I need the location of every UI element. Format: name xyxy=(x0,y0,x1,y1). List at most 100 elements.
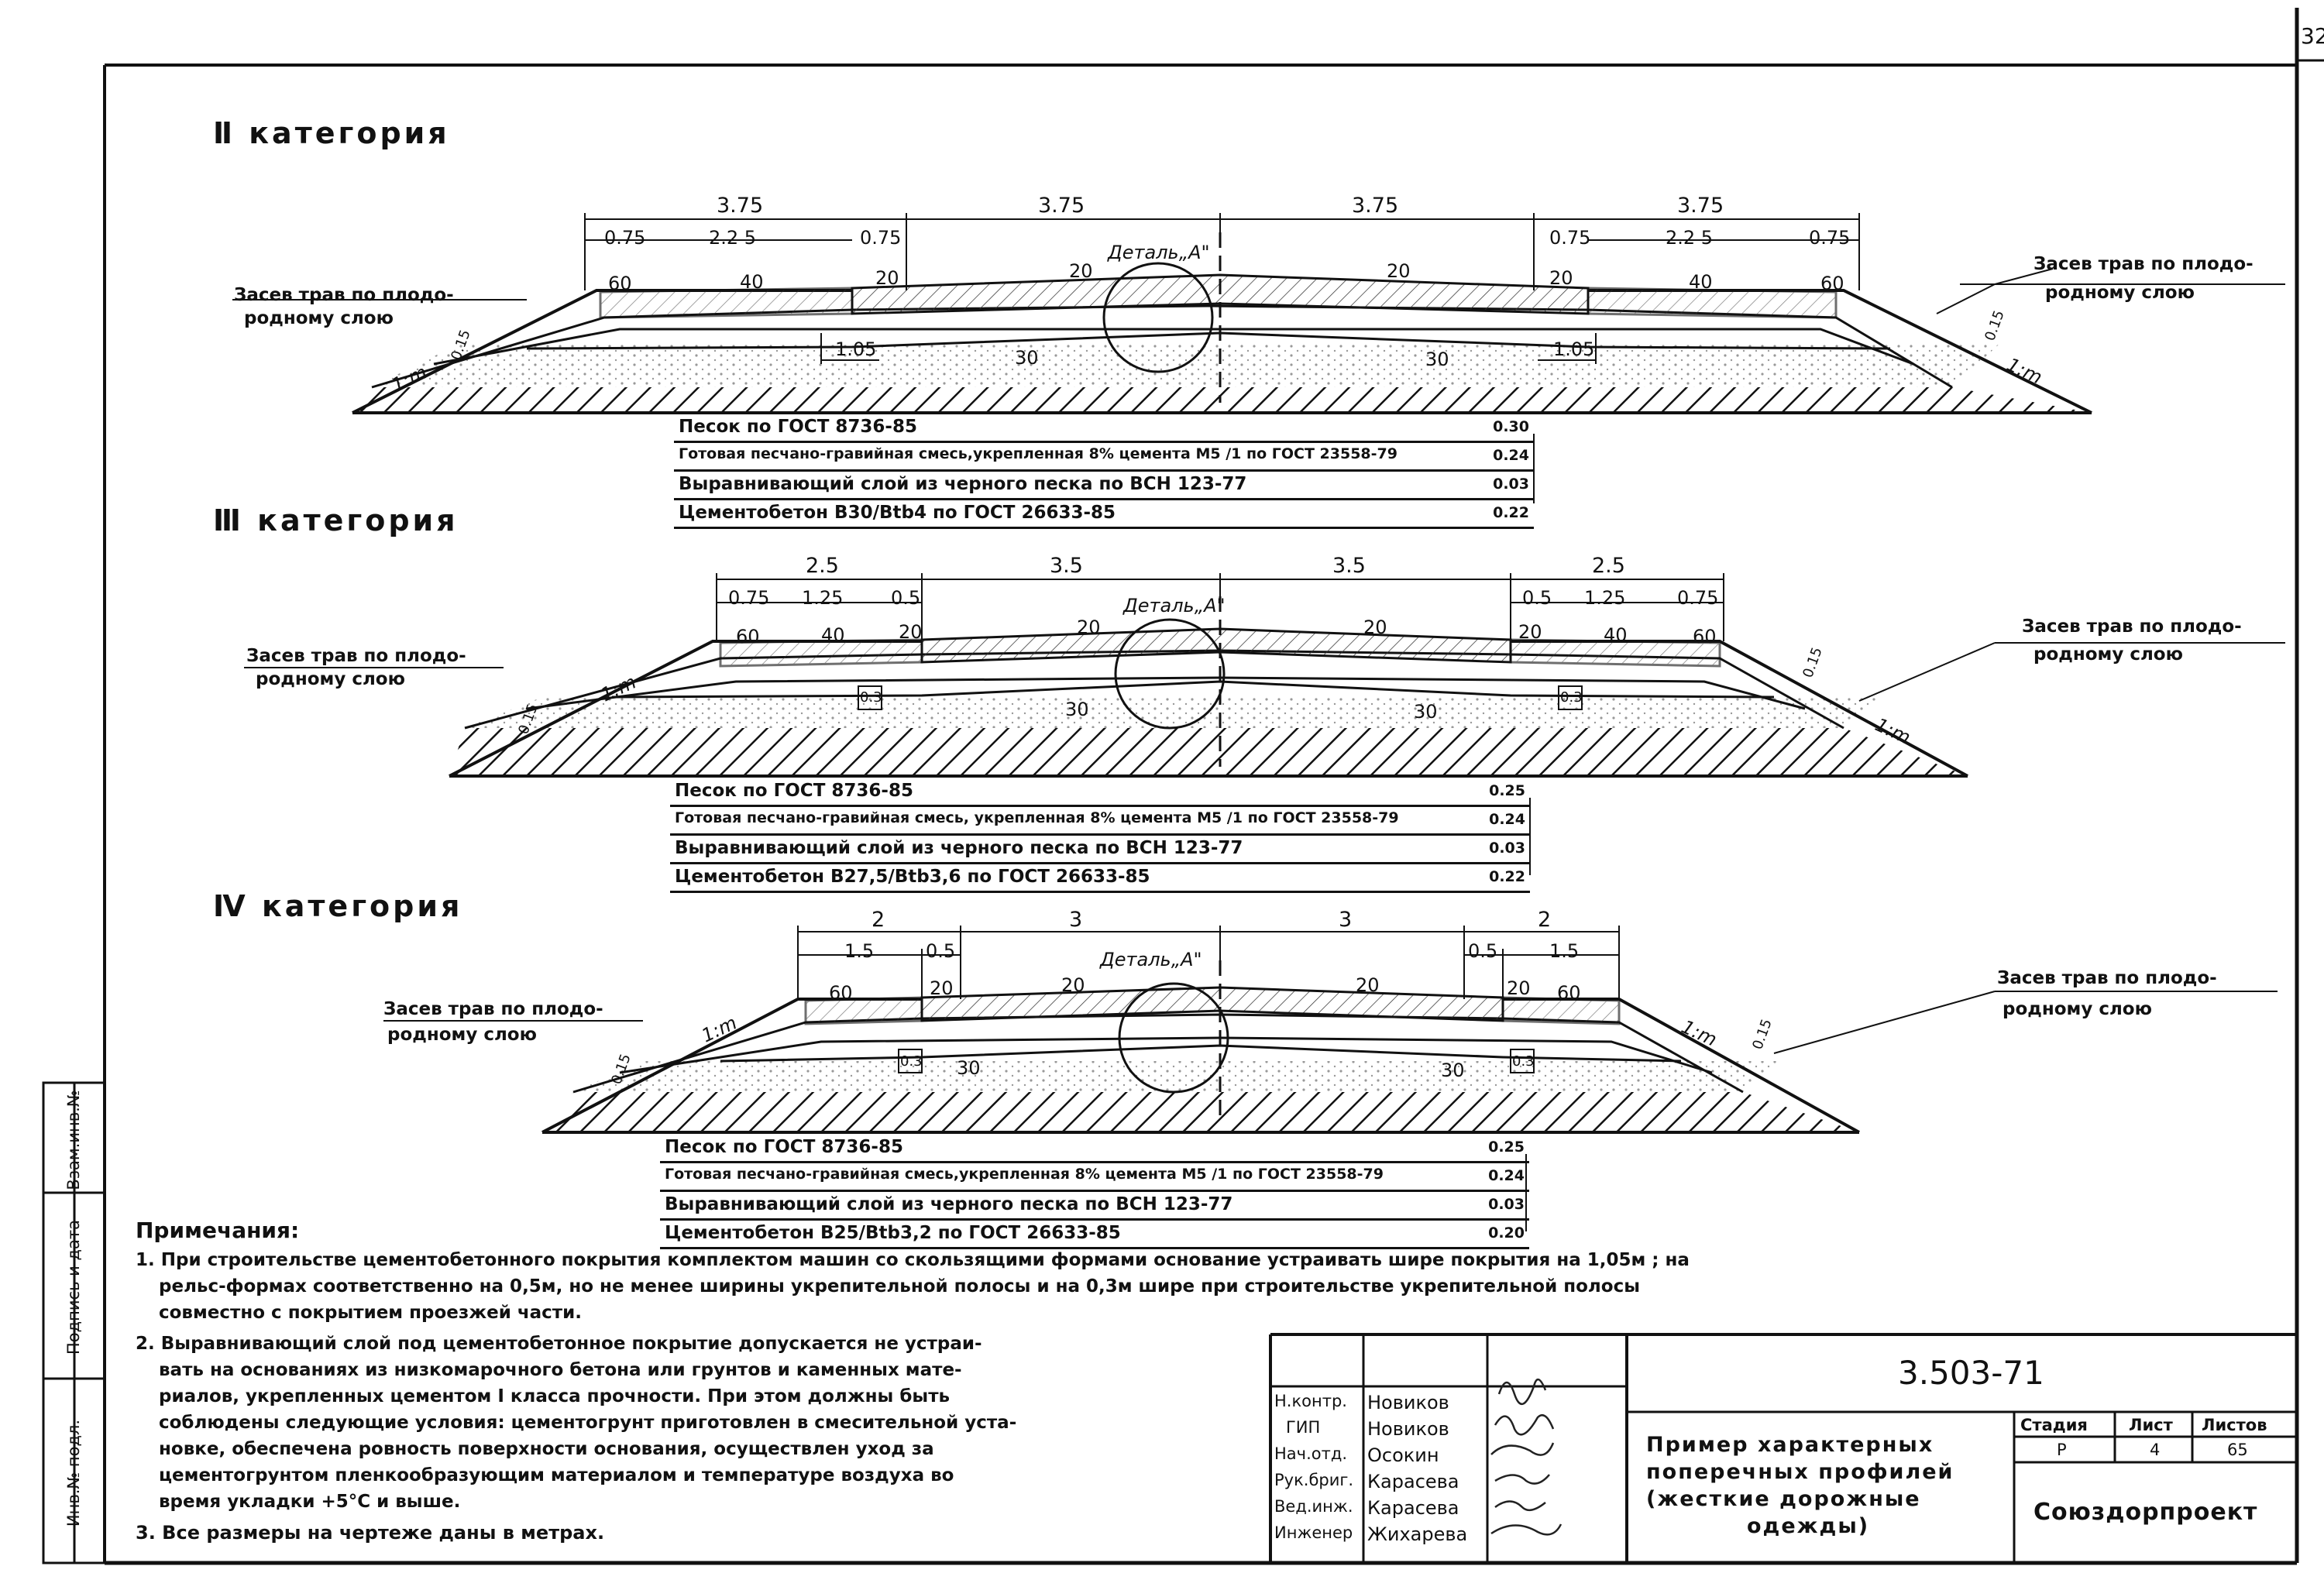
cat2-sub-r1: 0.75 xyxy=(1549,227,1591,249)
cat2-widen-left: 1.05 xyxy=(835,338,877,360)
cat4-base-slope-right: 30 xyxy=(1441,1060,1465,1081)
cat3-seed-right-2: родному слою xyxy=(2033,644,2183,665)
note-2-line-1: 2. Выравнивающий слой под цементобетонно… xyxy=(136,1334,982,1354)
stamp-stage-label: Стадия xyxy=(2020,1416,2088,1434)
side-stamp-replace: Взам.инв.№ xyxy=(64,1090,83,1190)
stamp-title-2: поперечных профилей xyxy=(1646,1460,1954,1484)
cat4-widen-left: 0.3 xyxy=(900,1053,923,1070)
stamp-name-2: Новиков xyxy=(1367,1418,1449,1440)
cat4-detail-label: Деталь„А" xyxy=(1100,949,1202,970)
note-2-line-5: новке, обеспечена ровность поверхности о… xyxy=(159,1439,934,1459)
cat4-dim-4: 2 xyxy=(1538,908,1552,932)
cat3-base-slope-left: 30 xyxy=(1065,699,1089,720)
cat3-widen-left: 0.3 xyxy=(860,689,882,706)
cat3-seed-left-2: родному слою xyxy=(256,669,405,689)
side-stamp-inv: Инв.№ подл. xyxy=(64,1419,83,1527)
cat2-dim-1: 3.75 xyxy=(717,194,764,218)
cat2-dim-3: 3.75 xyxy=(1352,194,1399,218)
cat3-slope-3: 20 xyxy=(899,621,923,643)
side-stamp-sign: Подпись и дата xyxy=(64,1220,83,1355)
stamp-sheet-label: Лист xyxy=(2129,1416,2173,1434)
cat4-widen-right: 0.3 xyxy=(1512,1053,1535,1070)
stamp-name-4: Карасева xyxy=(1367,1471,1459,1492)
stamp-name-5: Карасева xyxy=(1367,1497,1459,1519)
cat2-sub-r3: 0.75 xyxy=(1809,227,1851,249)
notes-title: Примечания: xyxy=(136,1218,300,1243)
cat4-sub-r2: 1.5 xyxy=(1549,940,1580,962)
signatures xyxy=(1490,1379,1563,1536)
cat3-slope-1: 60 xyxy=(736,626,760,647)
cat2-title: Ⅱ категория xyxy=(213,116,450,150)
cat2-seed-left-1: Засев трав по плодо- xyxy=(234,285,454,305)
stamp-name-3: Осокин xyxy=(1367,1444,1439,1466)
cat2-slope-6: 20 xyxy=(1549,267,1573,289)
cat2-dim-4: 3.75 xyxy=(1677,194,1724,218)
cat2-slope-4: 20 xyxy=(1069,260,1093,282)
cat2-slope-1: 60 xyxy=(608,273,632,294)
side-stamp-frame xyxy=(42,1081,106,1564)
note-1-line-2: рельс-формах соответственно на 0,5м, но … xyxy=(159,1276,1640,1297)
note-2-line-7: время укладки +5°С и выше. xyxy=(159,1492,461,1512)
cat3-seed-left-1: Засев трав по плодо- xyxy=(246,646,466,666)
cat3-detail-label: Деталь„А" xyxy=(1123,595,1226,616)
cat4-sub-r1: 0.5 xyxy=(1468,940,1498,962)
cat2-sub-l1: 0.75 xyxy=(604,227,646,249)
cat2-sub-l3: 0.75 xyxy=(860,227,902,249)
stamp-role-5: Вед.инж. xyxy=(1274,1497,1353,1516)
cat3-slope-7: 40 xyxy=(1604,624,1628,646)
cat3-sub-r1: 0.5 xyxy=(1522,587,1552,609)
cat3-layer-4: Цементобетон В27,5/Вtb3,6 по ГОСТ 26633-… xyxy=(670,864,1530,893)
stamp-role-2: ГИП xyxy=(1286,1418,1321,1437)
cat4-layer-2: Готовая песчано-гравийная смесь,укреплен… xyxy=(660,1163,1529,1192)
cat3-slope-8: 60 xyxy=(1693,626,1717,647)
cat3-seed-right-1: Засев трав по плодо- xyxy=(2022,616,2242,637)
title-block-frame xyxy=(1269,1333,2297,1563)
note-2-line-2: вать на основаниях из низкомарочного бет… xyxy=(159,1360,962,1380)
cat4-slope-4: 20 xyxy=(1356,974,1380,996)
cat2-sub-r2: 2.2 5 xyxy=(1666,227,1714,249)
cat2-slope-7: 40 xyxy=(1689,271,1713,293)
cat3-sub-l2: 1.25 xyxy=(802,587,844,609)
stamp-role-4: Рук.бриг. xyxy=(1274,1471,1354,1489)
cat3-layer-3: Выравнивающий слой из черного песка по В… xyxy=(670,836,1530,864)
note-1-line-3: совместно с покрытием проезжей части. xyxy=(159,1303,582,1323)
cat3-widen-right: 0.3 xyxy=(1560,689,1583,706)
cat3-title: Ⅲ категория xyxy=(213,503,459,537)
cat3-dim-3: 3.5 xyxy=(1332,554,1366,578)
cat3-dim-1: 2.5 xyxy=(806,554,839,578)
stamp-title-3: (жесткие дорожные xyxy=(1646,1487,1921,1511)
cat4-sub-l1: 1.5 xyxy=(844,940,875,962)
cat4-slope-1: 60 xyxy=(829,982,853,1004)
cat4-slope-3: 20 xyxy=(1061,974,1085,996)
cat2-seed-right-2: родному слою xyxy=(2045,283,2195,303)
cat3-sub-l3: 0.5 xyxy=(891,587,921,609)
sheet-number: 32 xyxy=(2301,23,2324,49)
note-2-line-4: соблюдены следующие условия: цементогрун… xyxy=(159,1413,1017,1433)
stamp-code: 3.503-71 xyxy=(1898,1354,2044,1392)
cat4-title: Ⅳ категория xyxy=(213,889,463,923)
cat3-layer-2: Готовая песчано-гравийная смесь, укрепле… xyxy=(670,807,1530,836)
note-3: 3. Все размеры на чертеже даны в метрах. xyxy=(136,1522,605,1544)
stamp-role-6: Инженер xyxy=(1274,1523,1353,1542)
cat4-sub-l2: 0.5 xyxy=(926,940,956,962)
cat4-seed-left-2: родному слою xyxy=(387,1025,537,1045)
cat3-slope-4: 20 xyxy=(1077,616,1101,638)
cat3-slope-6: 20 xyxy=(1518,621,1542,643)
cat2-sub-l2: 2.2 5 xyxy=(709,227,757,249)
cat4-dim-3: 3 xyxy=(1339,908,1353,932)
stamp-stage: Р xyxy=(2057,1441,2067,1459)
cat3-dim-4: 2.5 xyxy=(1592,554,1625,578)
stamp-sheets-label: Листов xyxy=(2202,1416,2267,1434)
cat3-sub-l1: 0.75 xyxy=(728,587,770,609)
cat4-slope-6: 60 xyxy=(1557,982,1581,1004)
cat4-seed-right-2: родному слою xyxy=(2003,999,2152,1019)
cat2-base-slope-left: 30 xyxy=(1015,347,1039,369)
stamp-sheets: 65 xyxy=(2227,1441,2248,1459)
stamp-role-3: Нач.отд. xyxy=(1274,1444,1348,1463)
cat2-detail-label: Деталь„А" xyxy=(1108,242,1210,263)
cat2-slope-2: 40 xyxy=(740,271,764,293)
cat3-sub-r3: 0.75 xyxy=(1677,587,1719,609)
stamp-org: Союздорпроект xyxy=(2033,1499,2258,1526)
